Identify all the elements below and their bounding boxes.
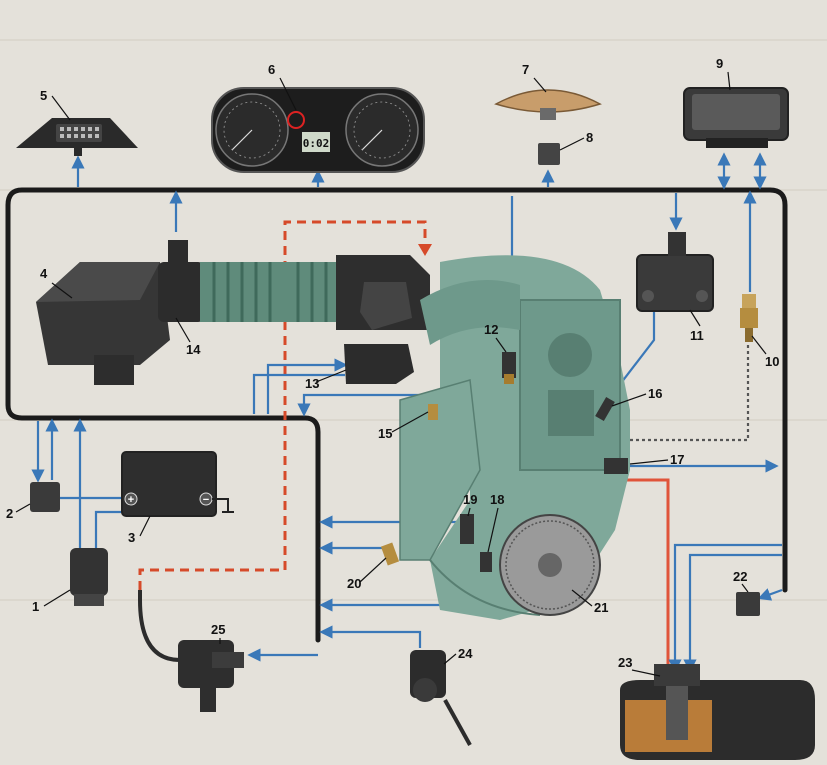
relay-box <box>30 482 60 512</box>
sensor-20 <box>380 542 400 566</box>
label-9: 9 <box>716 56 723 71</box>
main-wiring-harness <box>5 187 788 643</box>
label-6: 6 <box>268 62 275 77</box>
label-12: 12 <box>484 322 498 337</box>
battery-minus: − <box>203 494 209 506</box>
label-24: 24 <box>458 646 473 661</box>
fuel-pump-module-relay <box>736 592 760 616</box>
label-15: 15 <box>378 426 392 441</box>
label-25: 25 <box>211 622 225 637</box>
obd-connector-icon <box>16 118 138 156</box>
injector-12 <box>502 352 516 384</box>
label-10: 10 <box>765 354 779 369</box>
label-23: 23 <box>618 655 632 670</box>
label-7: 7 <box>522 62 529 77</box>
sensor-19 <box>460 514 474 544</box>
ignition-coil-icon <box>636 232 714 312</box>
label-21: 21 <box>594 600 608 615</box>
label-14: 14 <box>186 342 201 357</box>
label-4: 4 <box>40 266 48 281</box>
intake-duct <box>200 262 340 322</box>
coolant-temp-sensor <box>740 294 758 342</box>
label-22: 22 <box>733 569 747 584</box>
label-18: 18 <box>490 492 504 507</box>
instrument-cluster-icon: 0:02 <box>211 87 425 173</box>
fuel-tank-icon <box>620 664 815 760</box>
label-17: 17 <box>670 452 684 467</box>
label-11: 11 <box>690 328 704 343</box>
knock-sensor-15 <box>428 404 438 420</box>
air-filter-housing <box>36 262 170 385</box>
battery-plus: + <box>128 494 134 506</box>
label-1: 1 <box>32 599 39 614</box>
label-16: 16 <box>648 386 662 401</box>
canister-purge-valve-icon <box>138 590 244 712</box>
sensor-18 <box>480 552 492 572</box>
purge-line <box>138 220 432 590</box>
label-2: 2 <box>6 506 13 521</box>
component-labels: 1 2 3 4 5 6 7 8 9 10 11 12 13 14 15 16 1… <box>6 56 779 670</box>
speed-sensor-rotor <box>494 89 602 120</box>
label-13: 13 <box>305 376 319 391</box>
engine-block <box>399 255 630 620</box>
label-leaders <box>15 71 767 677</box>
label-8: 8 <box>586 130 593 145</box>
cluster-display: 0:02 <box>303 137 330 150</box>
sensor-17 <box>604 458 628 474</box>
speed-sensor-block <box>538 143 560 165</box>
throttle-body <box>336 255 430 330</box>
battery-icon: + − <box>121 451 234 517</box>
label-20: 20 <box>347 576 361 591</box>
mass-airflow-sensor <box>158 240 204 322</box>
idle-speed-control <box>344 344 414 384</box>
flywheel <box>499 514 601 616</box>
label-3: 3 <box>128 530 135 545</box>
label-19: 19 <box>463 492 477 507</box>
spark-plug-16 <box>595 396 615 422</box>
accelerator-pedal-sensor <box>410 650 472 746</box>
label-5: 5 <box>40 88 47 103</box>
fuel-pump-relay <box>70 548 108 606</box>
ecu-icon <box>683 87 789 148</box>
